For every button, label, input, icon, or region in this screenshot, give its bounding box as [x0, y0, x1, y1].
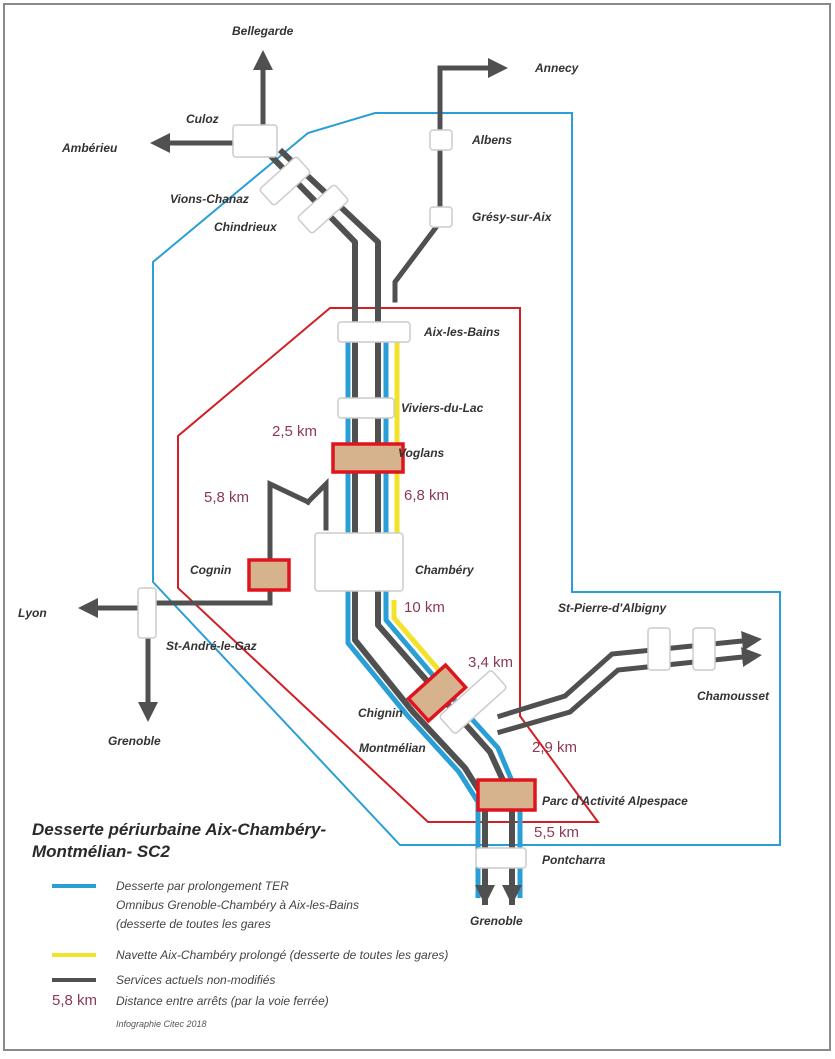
label-annecy: Annecy	[534, 61, 580, 75]
label-chindrieux: Chindrieux	[214, 220, 278, 234]
station-box-gresy	[429, 206, 453, 228]
station-box-albens	[429, 129, 453, 151]
grenoble-south-arrows	[475, 870, 522, 905]
label-alpespace: Parc d'Activité Alpespace	[542, 794, 688, 808]
new-stop-chignin	[405, 662, 469, 724]
station-box-viviers	[337, 397, 395, 419]
legend-blue-line2: Omnibus Grenoble-Chambéry à Aix-les-Bain…	[116, 898, 359, 912]
distance-cognin: 5,8 km	[204, 489, 249, 506]
station-box-aix	[337, 321, 411, 343]
legend: Desserte périurbaine Aix-Chambéry- Montm…	[32, 820, 448, 1029]
label-chignin: Chignin	[358, 706, 403, 720]
line-cognin-sag	[149, 585, 273, 606]
label-st-pierre: St-Pierre-d'Albigny	[558, 601, 668, 615]
new-stop-cognin	[247, 558, 291, 592]
distance-voglans-chambery: 6,8 km	[404, 487, 449, 504]
line-cognin-chambery	[304, 477, 329, 531]
label-montmelian: Montmélian	[359, 741, 426, 755]
station-box-culoz	[232, 124, 278, 158]
line-to-chamousset-2	[496, 647, 762, 736]
label-albens: Albens	[471, 133, 512, 147]
legend-title-line1: Desserte périurbaine Aix-Chambéry-	[32, 820, 326, 839]
stations	[137, 124, 716, 869]
label-amberieu: Ambérieu	[61, 141, 118, 155]
label-grenoble-west: Grenoble	[108, 734, 161, 748]
legend-yellow: Navette Aix-Chambéry prolongé (desserte …	[116, 948, 448, 962]
line-cognin	[267, 480, 312, 568]
label-aix-les-bains: Aix-les-Bains	[423, 325, 500, 339]
label-viviers: Viviers-du-Lac	[401, 401, 484, 415]
legend-blue-line3: (desserte de toutes les gares	[116, 917, 271, 931]
label-pontcharra: Pontcharra	[542, 853, 606, 867]
legend-blue-line1: Desserte par prolongement TER	[116, 879, 289, 893]
station-box-chindrieux	[297, 184, 349, 234]
label-vions-chanaz: Vions-Chanaz	[170, 192, 249, 206]
label-cognin: Cognin	[190, 563, 231, 577]
line-to-chamousset-1	[496, 631, 762, 720]
legend-grey: Services actuels non-modifiés	[116, 973, 275, 987]
distance-chignin-montmelian: 3,4 km	[468, 654, 513, 671]
station-labels: Bellegarde Annecy Culoz Ambérieu Albens …	[18, 24, 770, 928]
legend-distance-sample: 5,8 km	[52, 992, 97, 1009]
distance-chambery-chignin: 10 km	[404, 599, 445, 616]
station-box-sag	[137, 587, 157, 639]
label-voglans: Voglans	[398, 446, 445, 460]
label-bellegarde: Bellegarde	[232, 24, 294, 38]
new-stops	[247, 442, 537, 812]
new-stop-voglans	[331, 442, 405, 474]
station-box-chambery	[314, 532, 404, 592]
legend-credit: Infographie Citec 2018	[116, 1019, 207, 1029]
distance-alpespace-pontcharra: 5,5 km	[534, 824, 579, 841]
station-box-stpierre	[647, 627, 671, 671]
label-lyon: Lyon	[18, 606, 47, 620]
station-box-montmelian	[439, 670, 507, 734]
new-stop-alpespace	[476, 778, 537, 812]
legend-distance-desc: Distance entre arrêts (par la voie ferré…	[116, 994, 329, 1008]
label-gresy: Grésy-sur-Aix	[472, 210, 553, 224]
ter-zone-outline	[152, 112, 781, 846]
label-chamousset: Chamousset	[697, 689, 770, 703]
label-chambery: Chambéry	[415, 563, 475, 577]
label-culoz: Culoz	[186, 112, 219, 126]
distance-labels: 2,5 km 6,8 km 5,8 km 10 km 3,4 km 2,9 km…	[204, 423, 579, 841]
station-box-pontcharra	[475, 847, 527, 869]
label-st-andre: St-André-le-Gaz	[166, 639, 257, 653]
map-frame	[3, 3, 831, 1051]
station-box-vions	[259, 156, 311, 206]
distance-aix-voglans: 2,5 km	[272, 423, 317, 440]
distance-montmelian-alpespace: 2,9 km	[532, 739, 577, 756]
label-grenoble-south: Grenoble	[470, 914, 523, 928]
station-box-chamousset	[692, 627, 716, 671]
legend-title-line2: Montmélian- SC2	[32, 842, 170, 861]
